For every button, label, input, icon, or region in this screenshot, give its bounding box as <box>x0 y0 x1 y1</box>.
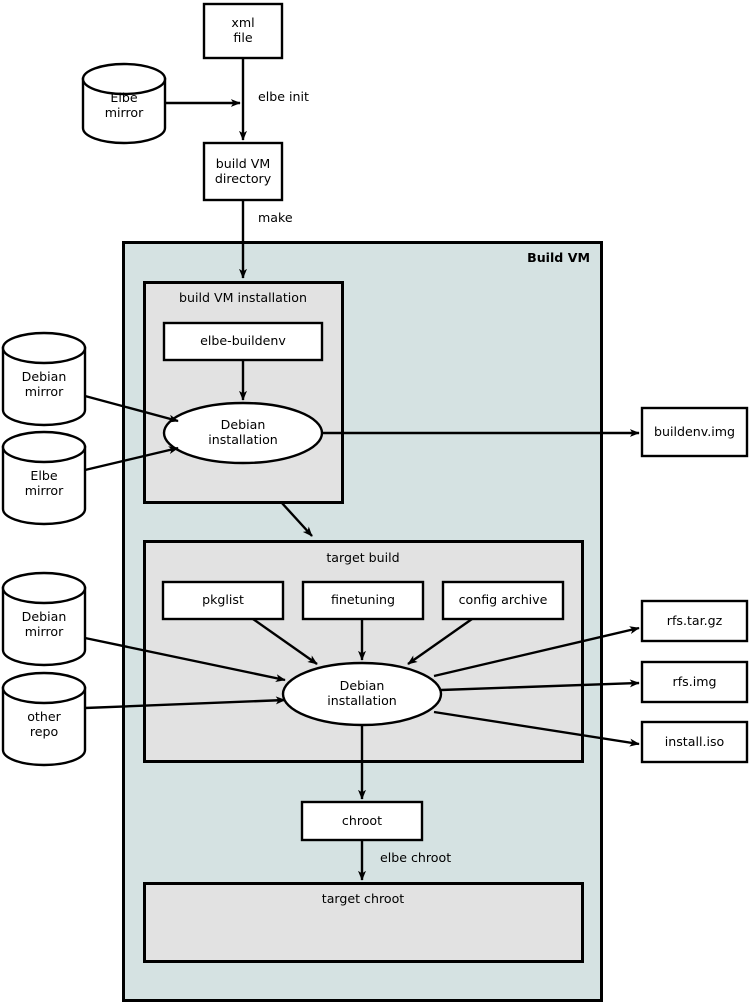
config-archive-node <box>441 580 565 621</box>
debian-installation-target-node <box>281 661 443 727</box>
edge-debianmirror-to-debinst-buildvm <box>84 394 179 423</box>
edge-debinst-to-targetbuild <box>280 501 313 537</box>
edge-elbemirror-to-debinst-buildvm <box>84 446 179 472</box>
edge-otherrepo-to-debinst-target <box>84 696 286 710</box>
debian-mirror-upper-node <box>1 331 87 427</box>
edge-debinst-to-rfsimg <box>440 679 640 692</box>
edge-configarchive-to-debinst-target <box>407 618 473 665</box>
chroot-node <box>300 800 424 842</box>
elbe-mirror-lower-node <box>1 430 87 526</box>
edge-debianmirror-lower-to-debinst-target <box>84 636 286 683</box>
target-build-container <box>143 540 584 763</box>
edge-pkglist-to-debinst-target <box>252 618 318 665</box>
build-vm-directory-node <box>202 141 284 202</box>
elbe-buildenv-node <box>162 321 324 362</box>
buildenv-img-node <box>640 406 749 458</box>
debian-mirror-lower-node <box>1 571 87 667</box>
edge-debinst-to-rfstargz <box>433 626 640 678</box>
other-repo-node <box>1 671 87 767</box>
target-chroot-container <box>143 882 584 963</box>
rfs-img-node <box>640 660 749 704</box>
pkglist-node <box>161 580 285 621</box>
xml-file-node <box>202 2 284 60</box>
debian-installation-buildvm-node <box>162 401 324 465</box>
edge-debinst-to-installiso <box>433 710 640 747</box>
finetuning-node <box>301 580 425 621</box>
install-iso-node <box>640 720 749 764</box>
elbe-mirror-top-node <box>81 62 167 145</box>
rfs-tar-gz-node <box>640 599 749 643</box>
